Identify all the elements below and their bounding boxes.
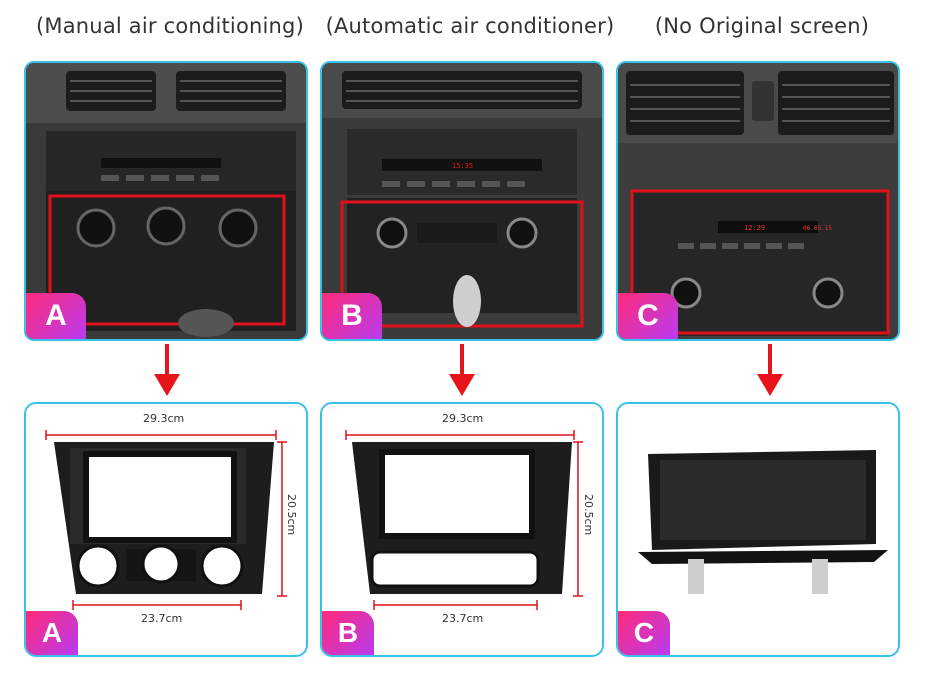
panel-frame-a: 29.3cm 20.5cm 23.7cm A [24,402,308,657]
frame-a-image [45,430,287,610]
screen-c-image [638,450,888,594]
bottom-width-label: 23.7cm [442,612,484,625]
badge-b: B [322,293,382,339]
car-display-date: 06.05.15 [803,225,832,232]
panel-frame-b: 29.3cm 20.5cm 23.7cm B [320,402,604,657]
badge-b: B [322,611,374,655]
panel-screen-c: C [616,402,900,657]
caption-manual-ac: (Manual air conditioning) [36,14,304,38]
dashboard-image-a [26,63,306,339]
dashboard-image-b: 15:35 [322,63,602,339]
arrow-down-c-icon [757,344,783,396]
badge-c: C [618,611,670,655]
height-label: 20.5cm [285,494,298,536]
photo-manual-ac-dashboard: A [24,61,308,341]
frame-b-image [345,430,583,610]
height-label: 20.5cm [582,494,595,536]
caption-automatic-ac: (Automatic air conditioner) [325,14,615,38]
badge-a: A [26,611,78,655]
caption-no-original-screen: (No Original screen) [654,14,870,38]
width-label: 29.3cm [143,412,185,425]
arrow-down-a-icon [154,344,180,396]
width-label: 29.3cm [442,412,484,425]
photo-automatic-ac-dashboard: 15:35 B [320,61,604,341]
badge-c: C [618,293,678,339]
bottom-width-label: 23.7cm [141,612,183,625]
photo-no-screen-dashboard: 12:29 06.05.15 C [616,61,900,341]
dashboard-image-c: 12:29 06.05.15 [618,63,898,339]
car-display-time: 12:29 [744,224,765,232]
badge-a: A [26,293,86,339]
arrow-down-b-icon [449,344,475,396]
svg-text:15:35: 15:35 [452,162,473,170]
